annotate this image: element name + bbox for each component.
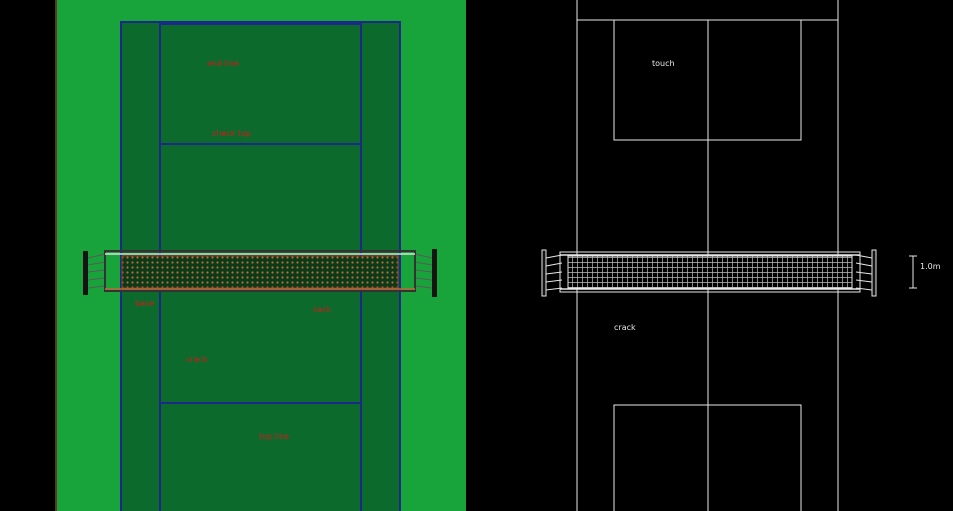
left-net bbox=[83, 249, 437, 297]
right-net-guy-wires-right bbox=[855, 254, 873, 291]
right-net bbox=[541, 249, 917, 297]
left-net-post-left bbox=[83, 251, 88, 295]
right-net-post-right bbox=[871, 249, 877, 297]
right-net-post-left bbox=[541, 249, 547, 297]
label-base: base bbox=[135, 299, 154, 308]
label-check-top: check top bbox=[212, 129, 251, 138]
left-net-post-right bbox=[432, 249, 437, 297]
label-sack: sack bbox=[313, 305, 331, 314]
left-net-guy-wires-left bbox=[87, 253, 106, 289]
left-net-frame bbox=[104, 250, 416, 292]
right-top-service-box bbox=[613, 19, 802, 141]
right-label-top: touch bbox=[652, 59, 675, 68]
bottom-service-box bbox=[159, 402, 362, 511]
right-net-mesh bbox=[567, 255, 853, 289]
net-height-label: 1.0m bbox=[920, 262, 941, 271]
label-end-line: end line bbox=[207, 59, 239, 68]
right-bottom-service-box bbox=[613, 404, 802, 511]
top-service-box bbox=[159, 23, 362, 145]
right-net-guy-wires-left bbox=[545, 254, 563, 291]
left-net-guy-wires-right bbox=[414, 253, 433, 289]
left-net-mesh bbox=[121, 255, 399, 289]
label-top-line: top line bbox=[259, 432, 289, 441]
right-court-diagram: touch crack 1.0m bbox=[541, 0, 941, 511]
right-label-mid: crack bbox=[614, 323, 636, 332]
left-court-diagram: end line check top base sack crack top l… bbox=[55, 0, 466, 511]
label-crack: crack bbox=[186, 355, 208, 364]
right-net-frame bbox=[559, 251, 861, 293]
